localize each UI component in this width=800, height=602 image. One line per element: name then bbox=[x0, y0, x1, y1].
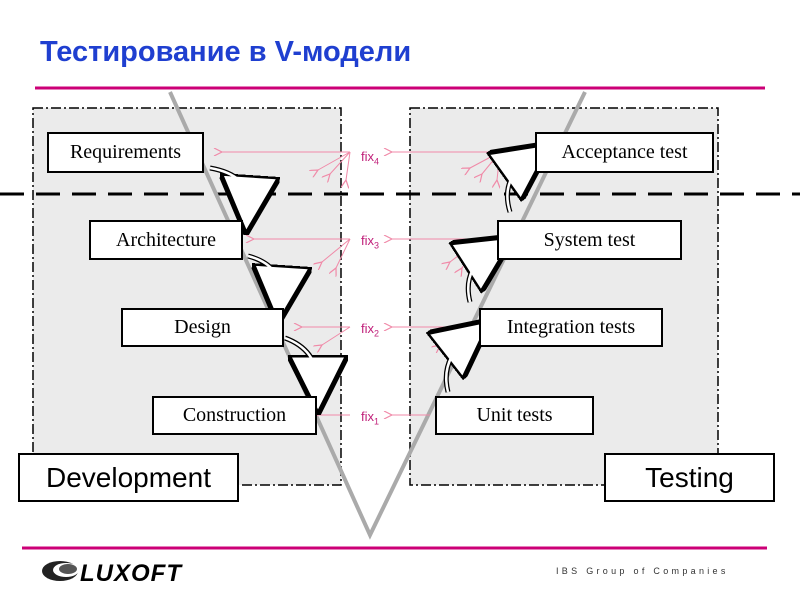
stage-requirements: Requirements bbox=[47, 132, 204, 173]
fix-label-2: fix2 bbox=[361, 321, 380, 339]
stage-unit-tests: Unit tests bbox=[435, 396, 594, 435]
stage-system-test: System test bbox=[497, 220, 682, 260]
fix-label-4: fix4 bbox=[361, 149, 380, 167]
stage-integration-tests: Integration tests bbox=[479, 308, 663, 347]
company-tagline: IBS Group of Companies bbox=[556, 566, 729, 576]
luxoft-logo: LUXOFT bbox=[80, 560, 182, 587]
development-label: Development bbox=[18, 453, 239, 502]
fix-label-3: fix3 bbox=[361, 233, 380, 251]
stage-design: Design bbox=[121, 308, 284, 347]
stage-acceptance-test: Acceptance test bbox=[535, 132, 714, 173]
testing-label: Testing bbox=[604, 453, 775, 502]
page-title: Тестирование в V-модели bbox=[40, 36, 412, 68]
stage-architecture: Architecture bbox=[89, 220, 243, 260]
fix-label-1: fix1 bbox=[361, 409, 380, 427]
luxoft-logo-icon bbox=[42, 561, 79, 581]
stage-construction: Construction bbox=[152, 396, 317, 435]
